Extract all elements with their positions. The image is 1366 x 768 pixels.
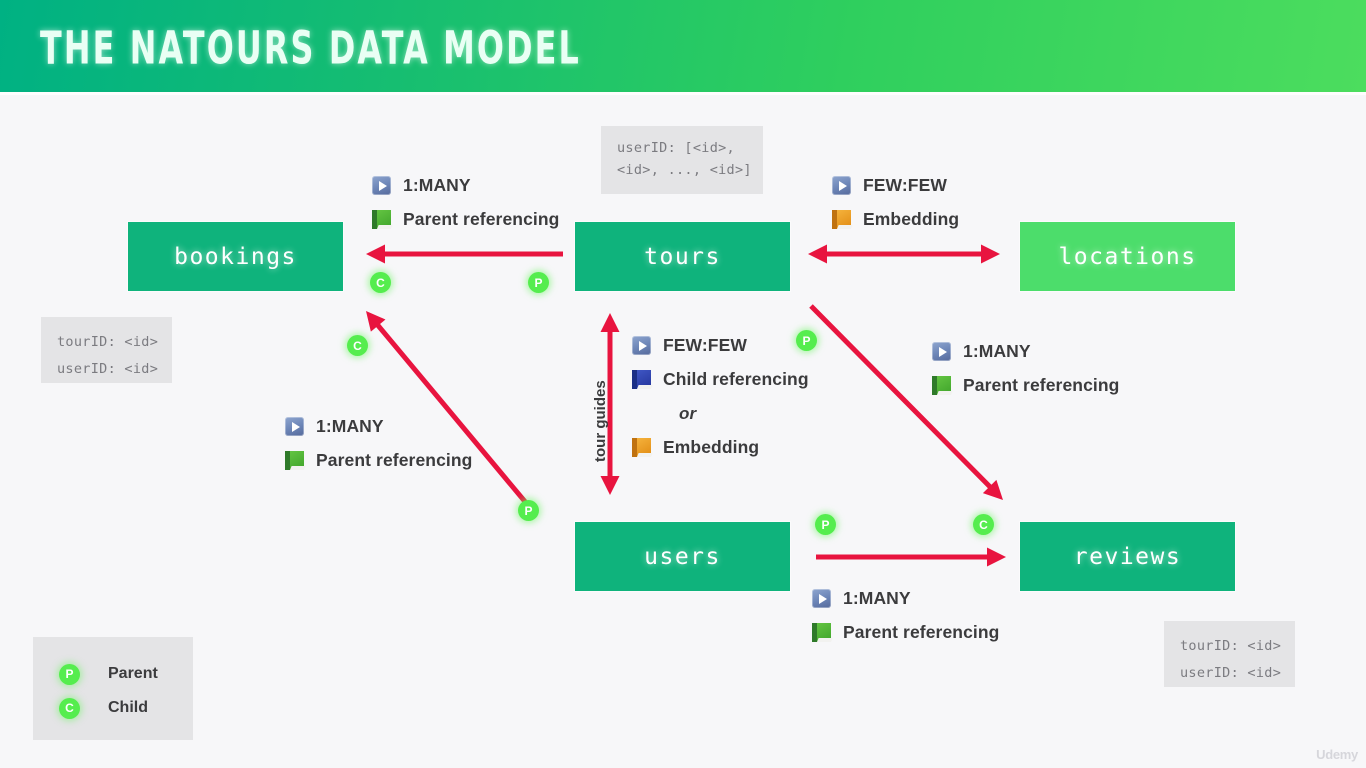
annotation-label: Parent referencing — [316, 450, 473, 470]
annotation-row: Parent referencing — [372, 206, 559, 233]
relationship-badge-bookings-child: C — [370, 272, 391, 293]
entity-box-reviews[interactable]: reviews — [1020, 522, 1235, 591]
annotation-row: FEW:FEW — [632, 332, 809, 359]
entity-box-locations[interactable]: locations — [1020, 222, 1235, 291]
legend-row: C Child — [59, 691, 167, 725]
annotation-label: FEW:FEW — [863, 175, 947, 195]
legend-label: Parent — [108, 665, 158, 682]
annotation-row: FEW:FEW — [832, 172, 959, 199]
annotation-label: Embedding — [663, 437, 760, 457]
annotation-label: Parent referencing — [963, 375, 1120, 395]
annotation-tours-reviews: 1:MANY Parent referencing — [932, 338, 1119, 399]
play-icon — [285, 417, 304, 436]
blue-book-icon — [632, 370, 653, 389]
entity-label: users — [644, 543, 721, 570]
green-book-icon — [372, 210, 393, 229]
code-snippet-tours-snippet: userID: [<id>, <id>, ..., <id>] — [601, 126, 763, 194]
legend-badge-p: P — [59, 663, 80, 685]
page-title: THE NATOURS DATA MODEL — [40, 22, 581, 75]
annotation-users-bookings: 1:MANY Parent referencing — [285, 413, 472, 474]
annotation-label: or — [679, 403, 697, 423]
annotation-row: Parent referencing — [285, 447, 472, 474]
relationship-badge-users-parent-left: P — [518, 500, 539, 521]
annotation-tours-locations: FEW:FEW Embedding — [832, 172, 959, 233]
entity-label: reviews — [1073, 543, 1182, 570]
entity-box-users[interactable]: users — [575, 522, 790, 591]
annotation-label: Embedding — [863, 209, 960, 229]
legend-label: Child — [108, 699, 148, 716]
arrow-tours-to-reviews — [809, 304, 1003, 500]
code-snippet-bookings-snippet: tourID: <id> userID: <id> — [41, 317, 172, 383]
udemy-watermark: Udemy — [1316, 747, 1358, 762]
orange-book-icon — [832, 210, 853, 229]
arrow-tours-to-bookings — [366, 244, 563, 264]
annotation-row: 1:MANY — [932, 338, 1119, 365]
relationship-badge-reviews-child: C — [973, 514, 994, 535]
annotation-row: 1:MANY — [812, 585, 999, 612]
green-book-icon — [932, 376, 953, 395]
relationship-badge-bookings-child-2: C — [347, 335, 368, 356]
green-book-icon — [285, 451, 306, 470]
annotation-row: Child referencing — [632, 366, 809, 393]
arrow-users-to-bookings — [366, 311, 529, 506]
entity-box-bookings[interactable]: bookings — [128, 222, 343, 291]
annotation-row: Embedding — [832, 206, 959, 233]
annotation-row: Parent referencing — [812, 619, 999, 646]
annotation-row: Parent referencing — [932, 372, 1119, 399]
legend-badge-c: C — [59, 697, 80, 719]
slide-header: THE NATOURS DATA MODEL — [0, 0, 1366, 92]
entity-label: tours — [644, 243, 721, 270]
relationship-badge-users-parent: P — [815, 514, 836, 535]
annotation-label: 1:MANY — [963, 341, 1031, 361]
arrow-users-to-reviews — [816, 547, 1006, 567]
annotation-label: Child referencing — [663, 369, 809, 389]
annotation-row: 1:MANY — [372, 172, 559, 199]
legend-row: P Parent — [59, 657, 167, 691]
play-icon — [372, 176, 391, 195]
entity-label: bookings — [174, 243, 297, 270]
annotation-bookings-tours: 1:MANY Parent referencing — [372, 172, 559, 233]
green-book-icon — [812, 623, 833, 642]
annotation-label: 1:MANY — [316, 416, 384, 436]
play-icon — [932, 342, 951, 361]
entity-label: locations — [1058, 243, 1197, 270]
annotation-label: Parent referencing — [843, 622, 1000, 642]
annotation-label: Parent referencing — [403, 209, 560, 229]
play-icon — [632, 336, 651, 355]
tour-guides-label: tour guides — [592, 380, 609, 462]
relationship-badge-tours-parent-diag: P — [796, 330, 817, 351]
entity-box-tours[interactable]: tours — [575, 222, 790, 291]
annotation-label: 1:MANY — [403, 175, 471, 195]
annotation-users-reviews: 1:MANY Parent referencing — [812, 585, 999, 646]
play-icon — [812, 589, 831, 608]
annotation-row: Embedding — [632, 434, 809, 461]
arrow-tours-to-locations — [808, 244, 1000, 264]
relationship-badge-tours-parent-left: P — [528, 272, 549, 293]
annotation-label: 1:MANY — [843, 588, 911, 608]
orange-book-icon — [632, 438, 653, 457]
play-icon — [832, 176, 851, 195]
annotation-row: or — [632, 400, 809, 427]
header-divider — [0, 92, 1366, 95]
annotation-row: 1:MANY — [285, 413, 472, 440]
annotation-label: FEW:FEW — [663, 335, 747, 355]
code-snippet-reviews-snippet: tourID: <id> userID: <id> — [1164, 621, 1295, 687]
